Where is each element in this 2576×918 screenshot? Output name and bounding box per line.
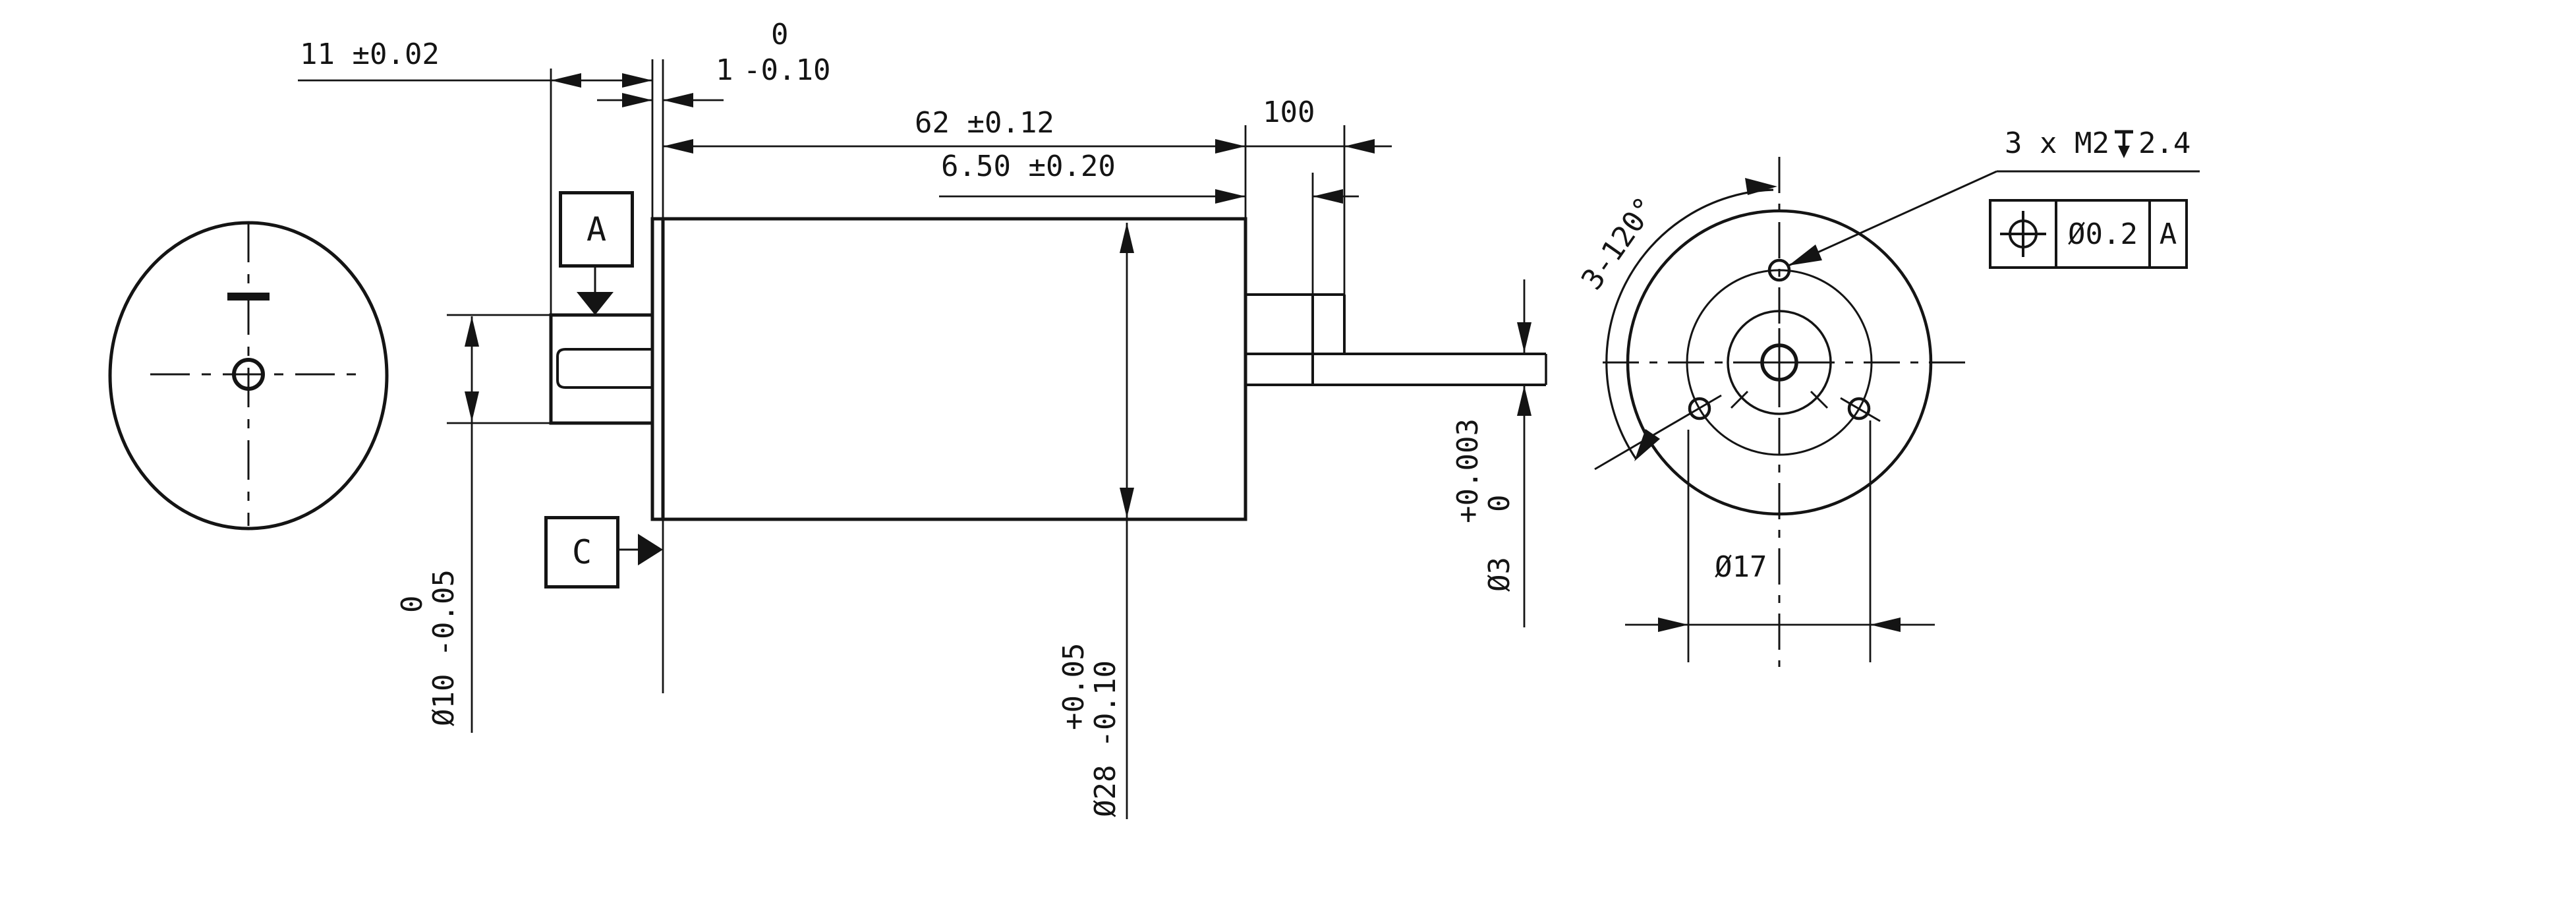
dim-boss-length: 11 ±0.02 — [300, 38, 440, 71]
orientation-tick — [227, 293, 270, 301]
arrow-650-right — [1313, 189, 1343, 204]
arrow-dia3-bottom — [1517, 386, 1531, 416]
arrow-100-right — [1344, 139, 1375, 154]
arrow-11-right — [622, 73, 652, 88]
dimension-lines — [298, 79, 1526, 819]
thread-leader-diagonal — [1788, 170, 1997, 267]
dim-rear-boss-length: 100 — [1263, 96, 1315, 129]
datum-targets — [577, 266, 663, 565]
dim-boss-dia: 0 Ø10 -0.05 — [394, 529, 461, 726]
extension-lines — [447, 59, 1346, 693]
dim-body-length: 62 ±0.12 — [915, 106, 1054, 140]
dimension-arrows — [465, 73, 1531, 518]
fcf-symbol-cell — [1991, 202, 2055, 266]
bolt-circle-dia-label: Ø17 — [1715, 550, 1767, 584]
dim-shaft-dia-value: Ø3 — [1483, 557, 1516, 592]
datum-c-box: C — [544, 516, 619, 588]
arc-arrow-bottom — [1634, 429, 1660, 461]
arrow-dia17-right — [1870, 617, 1901, 632]
dim-flange-upper-tol: 0 — [771, 18, 789, 51]
arrow-dia28-bottom — [1120, 488, 1134, 518]
dim-body-dia: +0.05 Ø28 -0.10 — [1056, 619, 1122, 817]
front-boss-slot — [556, 348, 652, 389]
side-view-outline — [549, 217, 1547, 521]
dim-body-dia-value: Ø28 — [1089, 764, 1122, 817]
center-tick-se — [1810, 390, 1829, 409]
radial-tick-right-hole — [1840, 397, 1881, 422]
feature-control-frame: Ø0.2 A — [1989, 199, 2188, 269]
dim-boss-dia-value: Ø10 — [427, 674, 461, 726]
thread-callout-depth: 2.4 — [2138, 127, 2191, 160]
datum-c-label: C — [571, 533, 592, 571]
datum-c-triangle — [638, 534, 663, 565]
dim-flange-nominal: 1 — [716, 53, 733, 87]
fcf-tolerance-cell: Ø0.2 — [2055, 202, 2148, 266]
motor-body — [661, 217, 1247, 521]
arrow-1-right — [663, 93, 693, 107]
radial-line-left-hole — [1594, 394, 1722, 471]
m2-hole-top — [1767, 258, 1791, 282]
angle-arc-120 — [1605, 188, 1774, 460]
dim-flange-lower-tol: -0.10 — [743, 53, 831, 87]
datum-a-box: A — [559, 191, 634, 268]
dim-shaft-dia-lower: 0 — [1483, 494, 1516, 513]
arrow-650-left — [1215, 189, 1245, 204]
arc-arrow-top — [1745, 178, 1777, 195]
position-symbol-icon — [2000, 211, 2046, 257]
dim-boss-dia-upper: 0 — [395, 595, 429, 614]
arrow-62-left — [663, 139, 693, 154]
arrow-dia17-left — [1658, 617, 1688, 632]
dim-body-dia-lower: -0.10 — [1089, 660, 1122, 748]
right-end-view — [1594, 157, 2200, 667]
dim-body-dia-upper: +0.05 — [1057, 643, 1091, 730]
depth-symbol-icon — [2114, 130, 2133, 158]
arrow-1-left — [622, 93, 652, 107]
arrow-dia10-bottom — [465, 391, 479, 422]
dim-shaft-dia-upper: +0.003 — [1451, 418, 1485, 523]
dim-boss-dia-lower: -0.05 — [427, 569, 461, 657]
arrow-dia10-top — [465, 316, 479, 347]
arrow-dia28-top — [1120, 223, 1134, 253]
thread-callout-prefix: 3 x M2 — [2005, 127, 2109, 160]
datum-a-label: A — [586, 210, 607, 248]
m2-hole-right — [1847, 397, 1871, 420]
dim-shaft-dia: +0.003 Ø3 0 — [1450, 407, 1516, 592]
thread-leader-arrow — [1789, 244, 1822, 266]
fcf-datum-cell: A — [2148, 202, 2185, 266]
left-end-view — [108, 221, 389, 531]
arrow-62-right — [1215, 139, 1245, 154]
dim-step-length: 6.50 ±0.20 — [941, 150, 1116, 183]
center-tick-sw — [1730, 390, 1749, 409]
front-boss — [549, 313, 654, 425]
datum-a-triangle — [577, 292, 614, 315]
arrow-11-left — [551, 73, 581, 88]
m2-hole-left — [1688, 397, 1711, 420]
arrow-dia3-top — [1517, 322, 1531, 353]
thread-callout: 3 x M2 2.4 — [2005, 127, 2190, 159]
